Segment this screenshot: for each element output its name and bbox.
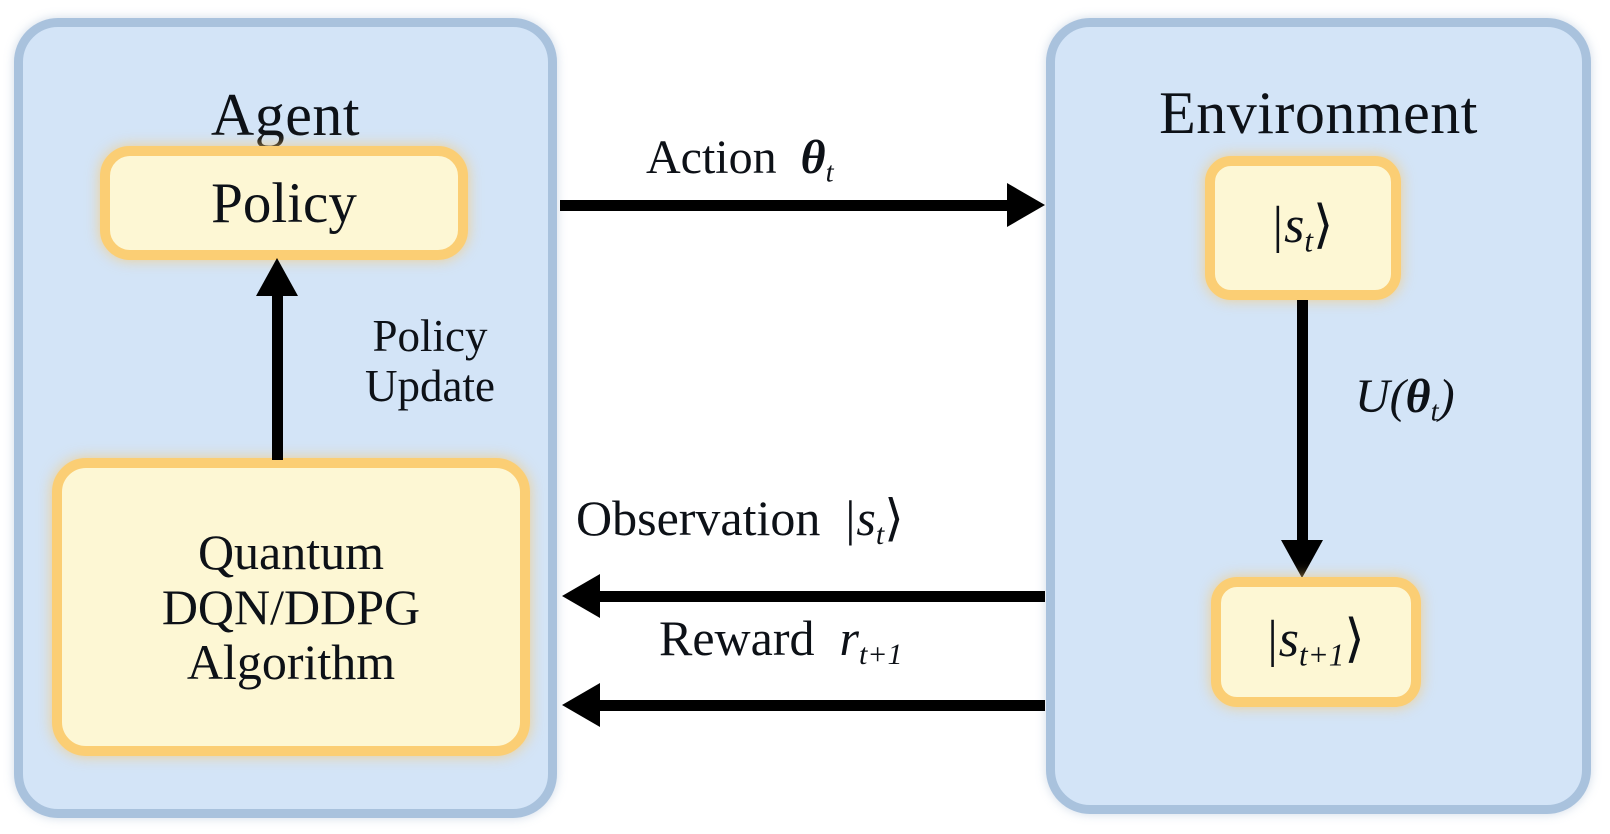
observation-ket-angle: ⟩ xyxy=(884,490,904,546)
reward-label-text: Reward xyxy=(659,610,815,666)
ket-angle-right: ⟩ xyxy=(1313,196,1334,254)
policy-update-line-2: Update xyxy=(365,360,495,411)
state-current-label: |st⟩ xyxy=(1272,196,1334,259)
reward-symbol: r xyxy=(839,610,859,666)
environment-panel-title: Environment xyxy=(1159,80,1478,146)
action-label-text: Action xyxy=(646,131,777,184)
state-symbol: s xyxy=(1284,196,1305,254)
reward-subscript: t+1 xyxy=(858,638,903,671)
unitary-theta: θ xyxy=(1405,370,1431,423)
unitary-arrow-shaft xyxy=(1297,300,1308,543)
action-arrowhead xyxy=(1007,183,1045,227)
policy-update-arrowhead xyxy=(256,258,298,296)
unitary-close-paren: ) xyxy=(1438,370,1455,423)
policy-box[interactable]: Policy xyxy=(100,146,468,260)
state-next-subscript: t+1 xyxy=(1299,637,1345,673)
observation-label-text: Observation xyxy=(576,490,821,546)
observation-arrow-shaft xyxy=(600,591,1045,602)
algorithm-line-3: Algorithm xyxy=(186,633,396,690)
reward-arrow-shaft xyxy=(600,700,1045,711)
algorithm-line-1: Quantum xyxy=(197,523,385,580)
action-arrow-label: Action θt xyxy=(646,131,834,189)
observation-arrow-label: Observation |st⟩ xyxy=(576,492,904,551)
observation-ket-bar: | xyxy=(845,490,856,546)
ket-next-angle-right: ⟩ xyxy=(1344,610,1365,668)
unitary-open-paren: ( xyxy=(1389,370,1406,423)
state-next-symbol: s xyxy=(1278,610,1300,668)
algorithm-box-label: Quantum DQN/DDPG Algorithm xyxy=(161,523,421,690)
unitary-subscript: t xyxy=(1430,395,1439,428)
unitary-operator-symbol: U xyxy=(1355,370,1390,423)
policy-box-label: Policy xyxy=(211,171,357,235)
policy-update-line-1: Policy xyxy=(372,311,488,361)
reward-arrow-label: Reward rt+1 xyxy=(659,612,903,671)
algorithm-line-2: DQN/DDPG xyxy=(161,578,421,635)
reward-arrowhead xyxy=(562,683,600,727)
state-current-box[interactable]: |st⟩ xyxy=(1205,156,1401,300)
ket-next-bar-left: | xyxy=(1267,610,1278,668)
unitary-arrowhead xyxy=(1281,540,1323,578)
policy-update-label: Policy Update xyxy=(330,311,530,411)
action-theta: θ xyxy=(800,131,826,184)
state-next-box[interactable]: |st+1⟩ xyxy=(1211,577,1421,707)
action-arrow-shaft xyxy=(560,200,1010,211)
state-next-label: |st+1⟩ xyxy=(1267,610,1365,673)
observation-arrowhead xyxy=(562,574,600,618)
ket-bar-left: | xyxy=(1272,196,1284,254)
agent-panel-title: Agent xyxy=(210,82,361,148)
observation-state-symbol: s xyxy=(856,490,876,546)
observation-state-subscript: t xyxy=(875,518,885,551)
state-subscript: t xyxy=(1304,223,1314,259)
unitary-operator-label: U(θt) xyxy=(1355,370,1455,428)
action-subscript: t xyxy=(825,156,834,189)
algorithm-box[interactable]: Quantum DQN/DDPG Algorithm xyxy=(52,458,530,756)
policy-update-arrow-shaft xyxy=(272,288,283,460)
